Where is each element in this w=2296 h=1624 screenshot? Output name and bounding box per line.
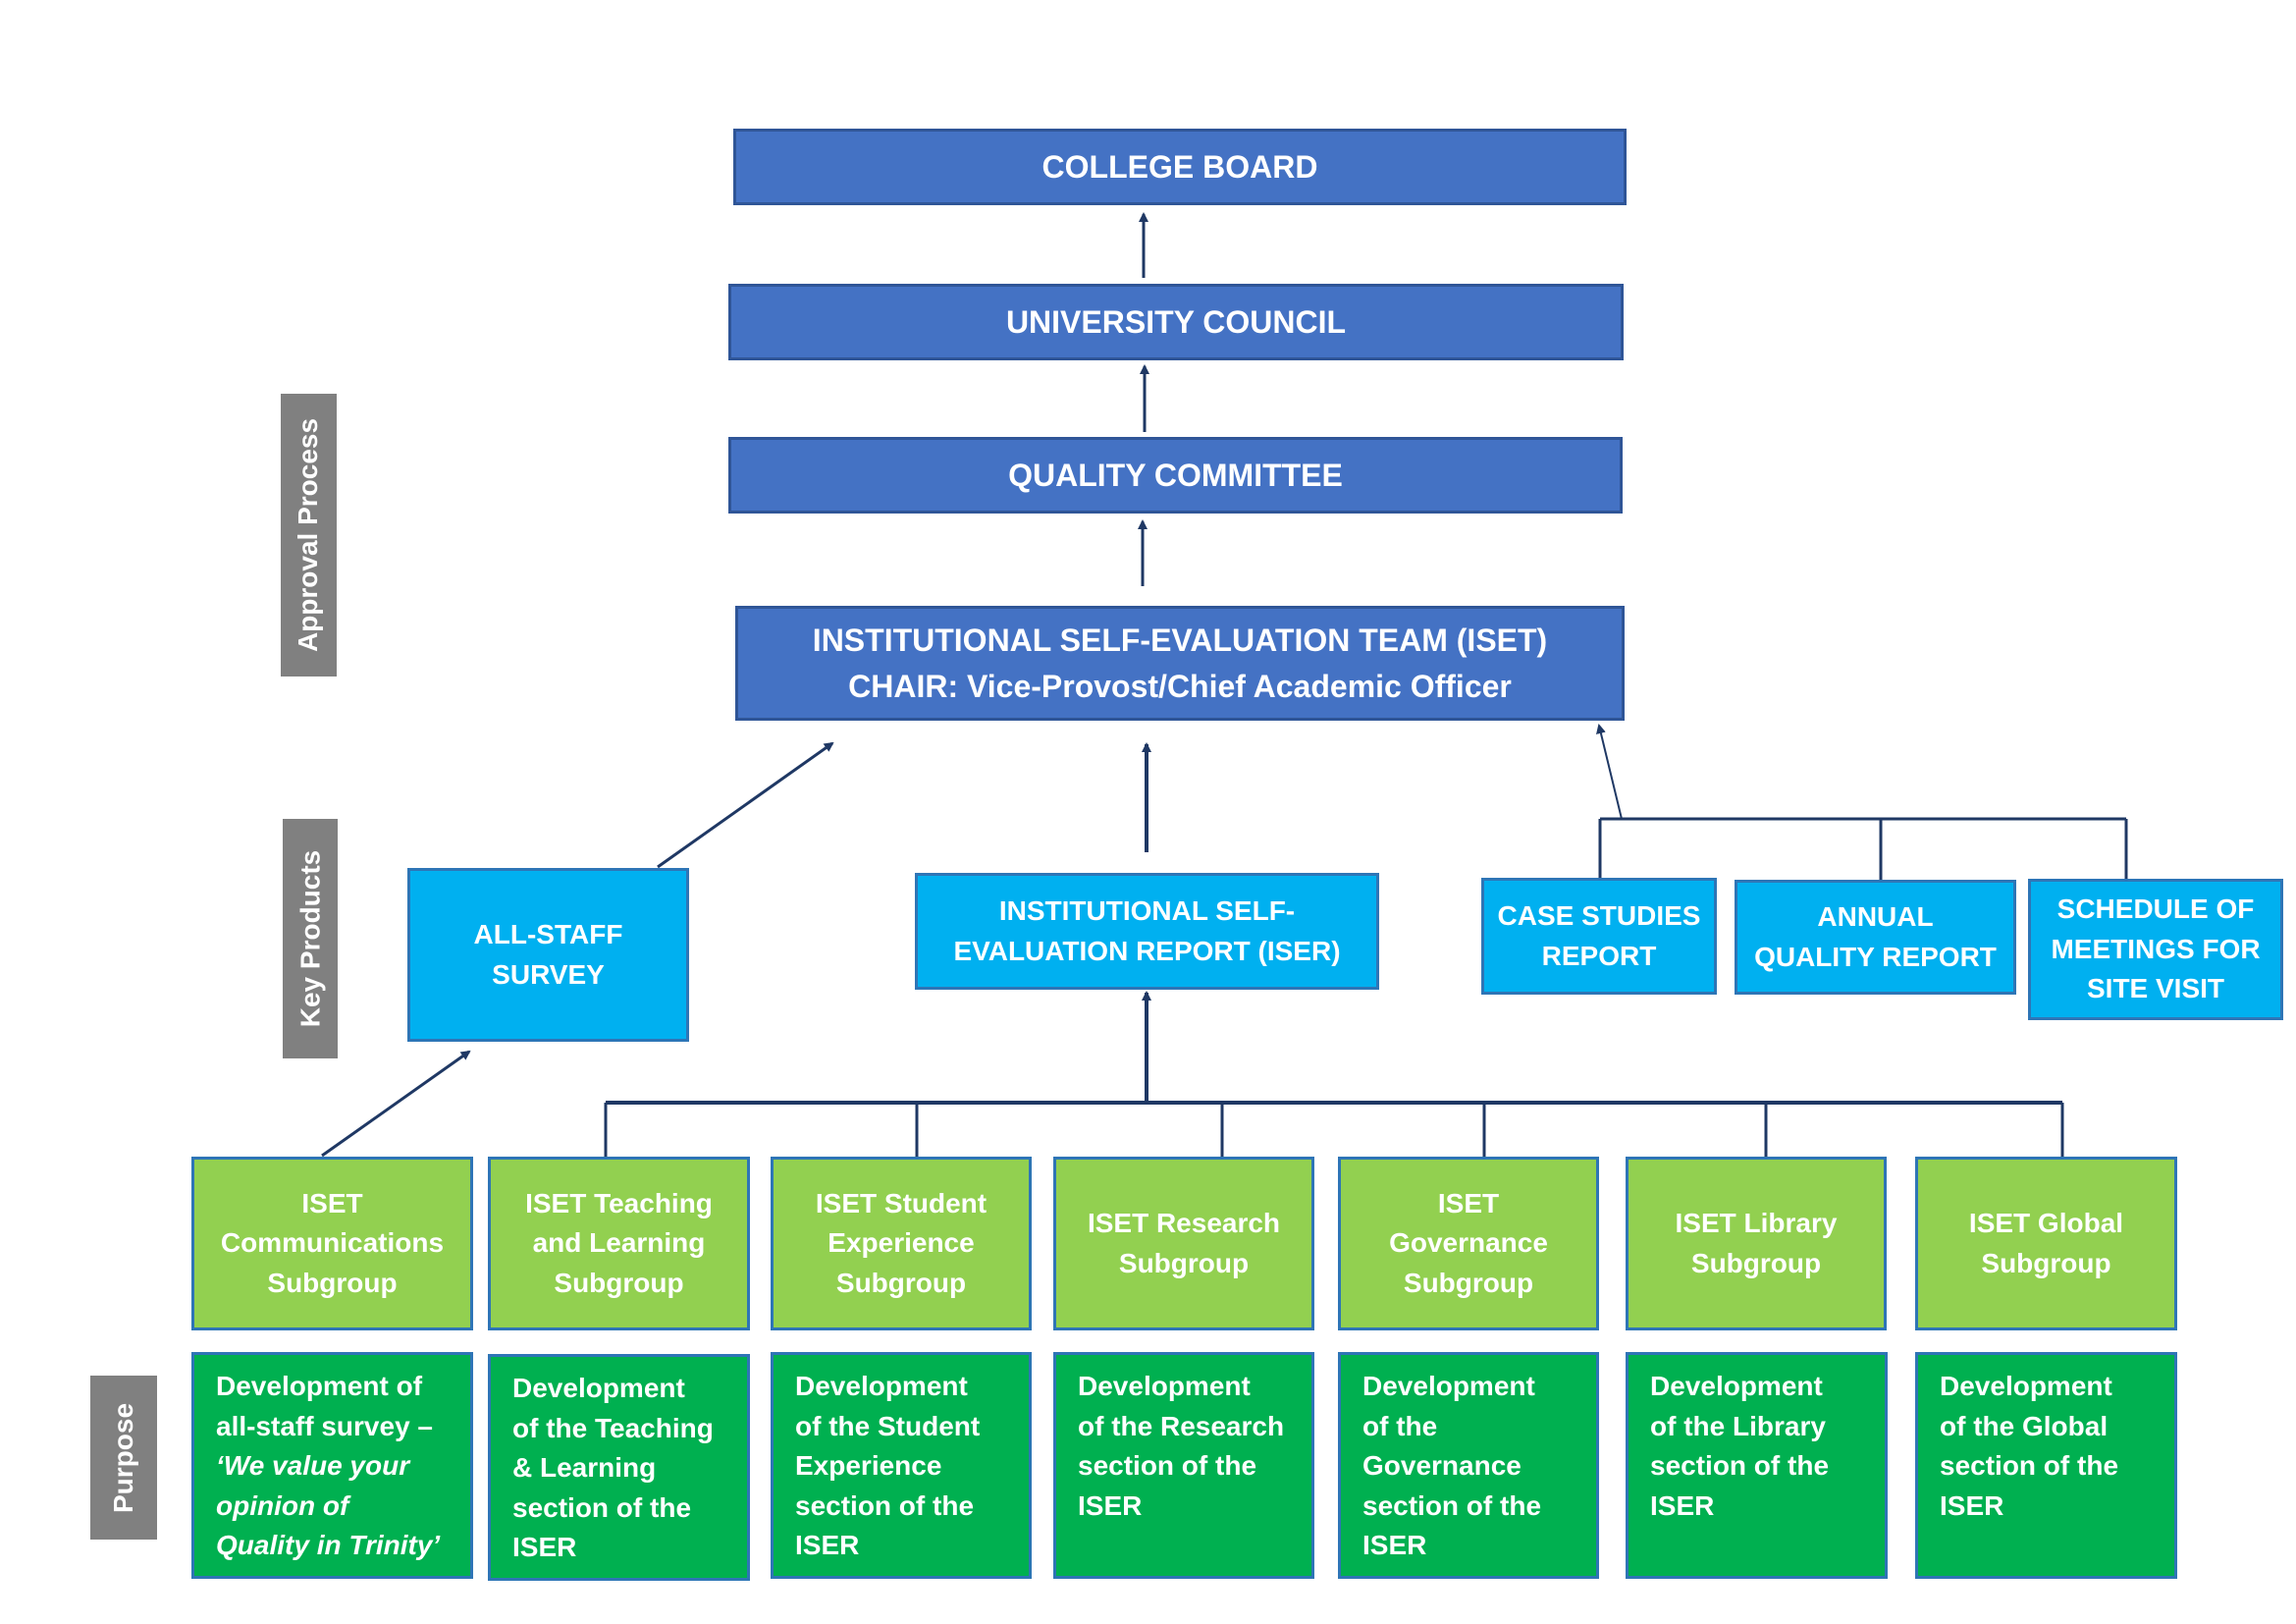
subgroup-label-line: Subgroup: [1981, 1247, 2111, 1278]
university-council-box: UNIVERSITY COUNCIL: [728, 284, 1624, 360]
purpose-text-line: ISER: [1078, 1489, 1143, 1521]
subgroup-label-line: Communications: [220, 1227, 445, 1259]
subgroup-label-line: ISET: [301, 1187, 363, 1218]
purpose-text-line: & Learning: [512, 1452, 657, 1484]
purpose-quote-line: ‘We value your: [216, 1450, 410, 1482]
annual-quality-report-box: ANNUAL QUALITY REPORT: [1735, 880, 2016, 995]
subgroup-label-line: Governance: [1389, 1227, 1548, 1259]
subgroup-label-line: ISET Library: [1675, 1207, 1838, 1238]
purpose-text-line: of the Library: [1650, 1410, 1826, 1441]
purpose-text-line: Development of: [216, 1371, 423, 1401]
purpose-text-line: Governance: [1362, 1450, 1522, 1482]
purpose-text-line: ISER: [1940, 1489, 2004, 1521]
purpose-text-line: of the Student: [795, 1410, 981, 1441]
purpose-box-research: Development of the Research section of the…: [1053, 1352, 1314, 1579]
purpose-text-line: Experience: [795, 1450, 942, 1482]
subgroup-label-line: ISET: [1437, 1187, 1500, 1218]
schedule-of-meetings-box: SCHEDULE OF MEETINGS FOR SITE VISIT: [2028, 879, 2283, 1020]
purpose-text-line: of the: [1362, 1410, 1438, 1441]
purpose-text-line: of the Teaching: [512, 1412, 714, 1443]
purpose-text-line: of the Research: [1078, 1410, 1285, 1441]
purpose-text-line: Development: [1650, 1371, 1823, 1401]
all-staff-survey-box: ALL-STAFF SURVEY: [407, 868, 689, 1042]
side-label-purpose: Purpose: [90, 1376, 157, 1540]
subgroup-label-line: ISET Research: [1087, 1207, 1281, 1238]
iser-box: INSTITUTIONAL SELF- EVALUATION REPORT (I…: [915, 873, 1379, 990]
subgroup-label-line: Experience: [828, 1227, 975, 1259]
subgroup-label-line: and Learning: [532, 1227, 706, 1259]
purpose-text-line: section of the: [512, 1491, 692, 1523]
side-label-key-products: Key Products: [283, 819, 338, 1058]
purpose-text-line: ISER: [1362, 1530, 1427, 1561]
purpose-text-line: Development: [1362, 1371, 1535, 1401]
purpose-text-line: section of the: [1940, 1450, 2119, 1482]
purpose-text-line: ISER: [795, 1530, 860, 1561]
purpose-text-line: section of the: [1650, 1450, 1830, 1482]
purpose-text-line: Development: [1078, 1371, 1251, 1401]
subgroup-label-line: Subgroup: [267, 1267, 398, 1298]
iset-box: INSTITUTIONAL SELF-EVALUATION TEAM (ISET…: [735, 606, 1625, 721]
purpose-text-line: section of the: [795, 1489, 975, 1521]
purpose-text-line: ISER: [512, 1532, 577, 1563]
subgroup-label-line: Subgroup: [554, 1267, 684, 1298]
subgroup-label-line: Subgroup: [835, 1267, 967, 1298]
quality-committee-box: QUALITY COMMITTEE: [728, 437, 1623, 514]
purpose-quote-line: Quality in Trinity’: [216, 1530, 441, 1561]
subgroup-label-line: ISET Teaching: [525, 1187, 713, 1218]
subgroup-label-line: Subgroup: [1690, 1247, 1822, 1278]
arrow-survey-to-iset: [657, 741, 834, 869]
purpose-text-line: all-staff survey –: [216, 1410, 433, 1441]
purpose-box-communications: Development of all-staff survey – ‘We valu…: [191, 1352, 473, 1579]
purpose-text-line: Development: [512, 1373, 685, 1403]
side-label-approval-process: Approval Process: [281, 394, 337, 677]
purpose-text-line: of the Global: [1940, 1410, 2109, 1441]
purpose-text-line: ISER: [1650, 1489, 1715, 1521]
case-studies-report-box: CASE STUDIES REPORT: [1481, 878, 1717, 995]
subgroup-label-line: Subgroup: [1403, 1267, 1534, 1298]
purpose-quote-line: opinion of: [216, 1489, 349, 1521]
subgroup-label-line: ISET Global: [1968, 1207, 2124, 1238]
purpose-text-line: section of the: [1362, 1489, 1542, 1521]
arrow-comms-to-survey: [321, 1050, 471, 1158]
purpose-text-line: section of the: [1078, 1450, 1257, 1482]
subgroup-label-line: ISET Student: [815, 1187, 988, 1218]
arrow-products-to-iset: [1596, 724, 1623, 820]
purpose-box-teaching-learning: Development of the Teaching & Learning sect…: [488, 1354, 750, 1581]
purpose-text-line: Development: [1940, 1371, 2112, 1401]
purpose-text-line: Development: [795, 1371, 968, 1401]
subgroup-label-line: Subgroup: [1118, 1247, 1250, 1278]
college-board-box: COLLEGE BOARD: [733, 129, 1627, 205]
